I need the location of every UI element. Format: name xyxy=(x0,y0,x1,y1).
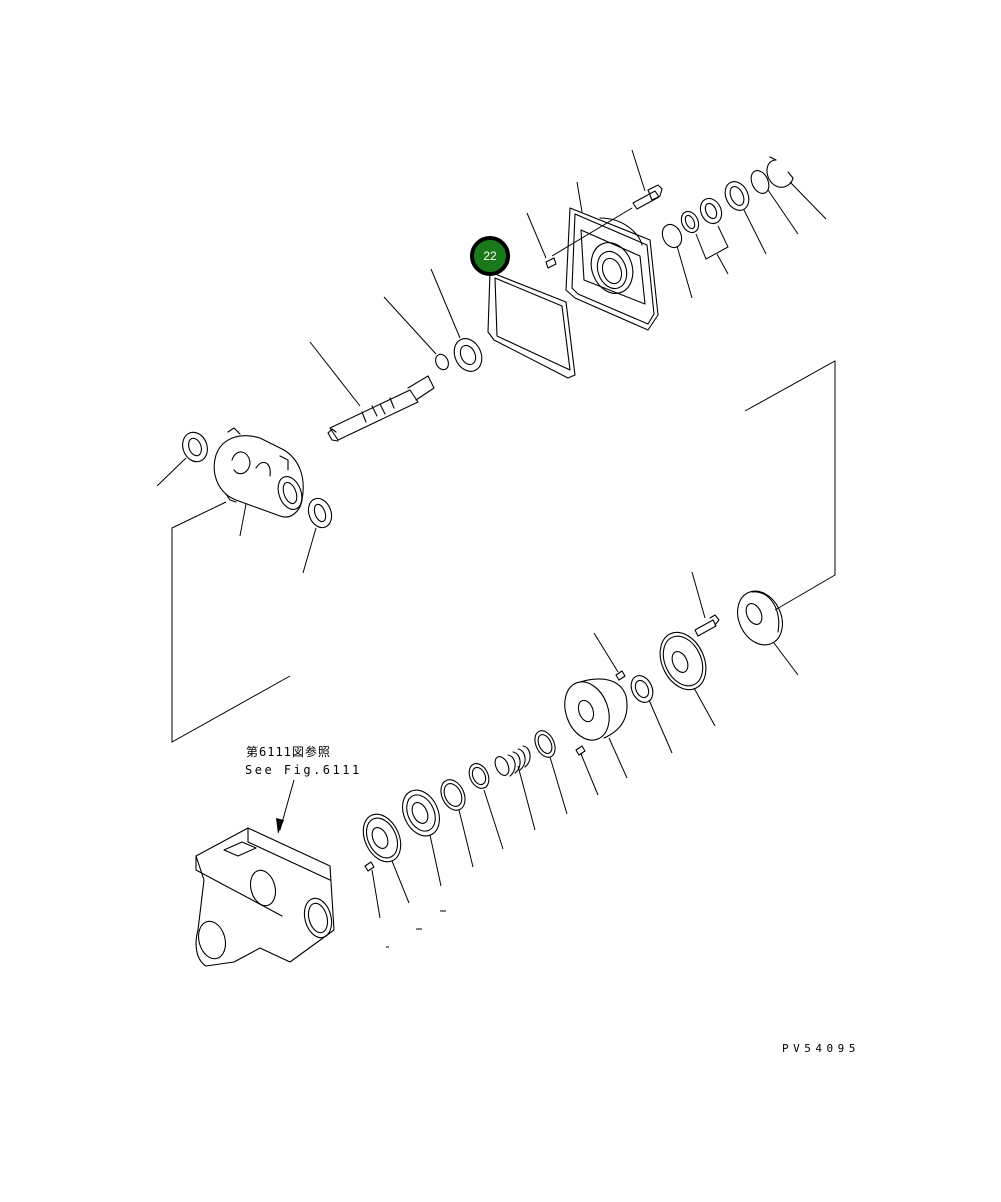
spring xyxy=(494,745,536,831)
seal-1 xyxy=(724,181,767,255)
shoe-plate xyxy=(402,789,442,887)
bearing-left xyxy=(156,431,208,487)
washer-upper xyxy=(383,296,449,371)
reference-housing xyxy=(195,779,335,967)
pin-lower-right xyxy=(593,632,626,681)
o-ring-1 xyxy=(750,170,799,235)
bearing-upper xyxy=(430,268,483,372)
bolt-upper xyxy=(551,149,663,257)
bearing-right xyxy=(302,497,333,574)
o-ring-2 xyxy=(661,223,693,299)
figure-number: PV54095 xyxy=(782,1042,860,1055)
pin-upper xyxy=(526,212,557,269)
tick-marks xyxy=(386,910,446,948)
pump-case xyxy=(213,427,304,537)
reference-note-japanese: 第6111図参照 xyxy=(246,745,331,759)
cylinder-block xyxy=(564,678,628,779)
valve-plate xyxy=(659,631,716,727)
gasket xyxy=(487,271,576,379)
seal-2 xyxy=(699,197,723,225)
part-callout-22[interactable]: 22 xyxy=(470,236,510,276)
bearing-lower xyxy=(630,675,673,754)
bolt-lower xyxy=(691,571,720,637)
seal-3 xyxy=(680,210,729,275)
washer-lower xyxy=(468,763,504,850)
ring-lower xyxy=(440,779,474,868)
pin-lower xyxy=(575,745,599,796)
callout-label: 22 xyxy=(483,249,497,263)
cover-plate xyxy=(565,181,659,331)
retainer-ring xyxy=(534,730,568,815)
shaft xyxy=(309,341,435,442)
snap-ring xyxy=(766,156,827,220)
group-bracket-lines xyxy=(171,360,836,743)
swash-plate xyxy=(362,813,410,904)
pin-lower-left xyxy=(364,861,381,919)
thrust-plate xyxy=(737,590,799,676)
reference-note-english[interactable]: See Fig.6111 xyxy=(245,763,362,777)
